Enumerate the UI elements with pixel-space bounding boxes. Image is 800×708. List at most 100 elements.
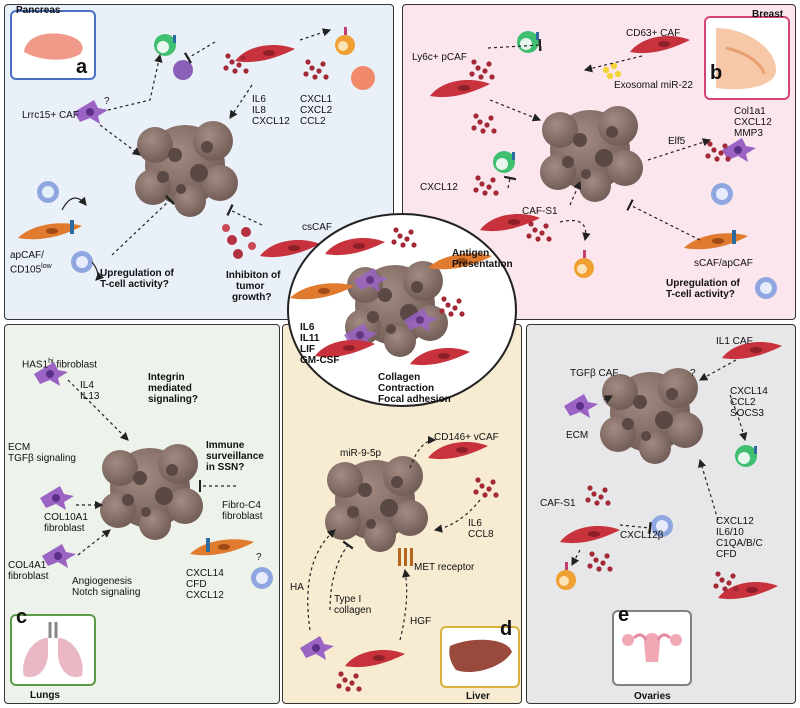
- exosomal-label: Exosomal miR-22: [614, 80, 693, 91]
- breast-icon: [704, 16, 790, 100]
- caf-icon: [345, 650, 405, 668]
- t-cell-icon: [154, 34, 176, 56]
- cd63-caf-label: CD63+ CAF: [626, 28, 681, 39]
- organ-label-pancreas: Pancreas: [16, 5, 61, 16]
- panel-letter-c: c: [16, 606, 28, 628]
- cafs1-icon: [560, 526, 620, 544]
- tgfb-caf-label: TGFβ CAF: [570, 368, 619, 379]
- cafs1-label-b: CAF-S1: [522, 206, 558, 217]
- cxcl12b-label: CXCL12β: [620, 530, 664, 541]
- cytokine-dots: [469, 59, 495, 80]
- lrrc15-caf-label: Lrrc15+ CAF: [22, 110, 79, 121]
- t-cell-icon: [755, 277, 777, 299]
- scaf-icon: [684, 233, 748, 250]
- ovaries-icon: [612, 610, 692, 686]
- question-mark: ?: [104, 96, 110, 107]
- organ-label-ovaries: Ovaries: [634, 691, 671, 702]
- has1-fibroblast-label: HAS1hi fibroblast: [22, 358, 97, 371]
- panel-letter-d: d: [500, 618, 513, 640]
- panel-letter-e: e: [618, 604, 630, 626]
- b-cell-icon: [173, 60, 193, 80]
- cytokine-dots: [587, 551, 613, 572]
- exosome-icon: [602, 62, 622, 80]
- elf5-label: Elf5: [668, 136, 686, 147]
- tumor-mass-d: [325, 456, 428, 552]
- scaf-label: sCAF/apCAF: [694, 258, 753, 269]
- fibroblast-icon: [300, 636, 334, 660]
- panel-b-graphics: [430, 31, 777, 299]
- question-mark: ?: [256, 552, 262, 563]
- mhc-receptor-icon: [206, 538, 210, 552]
- ha-label: HA: [290, 582, 304, 593]
- tumor-mass-e: [600, 368, 703, 464]
- col10a1-fibroblast-icon: [40, 486, 74, 510]
- cytokine-dots: [585, 485, 611, 506]
- cd146-vcaf-label: CD146+ vCAF: [434, 432, 499, 443]
- question-mark: ?: [690, 368, 696, 379]
- panel-e-graphics: [556, 342, 782, 600]
- ly6c-caf-icon: [430, 80, 490, 98]
- t-cell-icon: [71, 251, 93, 273]
- panel-letter-b: b: [710, 62, 723, 84]
- panel-d-graphics: [300, 435, 499, 692]
- fibro-c4-icon: [190, 539, 254, 556]
- cytokine-dots: [336, 671, 362, 692]
- cxcl12-label-b: CXCL12: [420, 182, 458, 193]
- tumor-mass-a: [135, 121, 238, 217]
- center-graphics: [287, 213, 517, 407]
- t-cell-icon: [251, 567, 273, 589]
- cytokine-dots: [713, 571, 739, 592]
- immune-cell-icon: [335, 27, 355, 55]
- pancreas-icon: [10, 10, 96, 80]
- cytokine-dots: [223, 53, 249, 74]
- t-cell-icon: [37, 181, 59, 203]
- panel-letter-a: a: [76, 56, 88, 78]
- organ-label-breast: Breast: [752, 9, 784, 20]
- mhc-receptor-icon: [732, 230, 736, 244]
- t-cell-icon: [493, 151, 515, 173]
- cytokine-dots: [471, 113, 497, 134]
- organ-label-liver: Liver: [466, 691, 490, 702]
- t-cell-icon: [711, 183, 733, 205]
- ly6c-caf-label: Ly6c+ pCAF: [412, 52, 467, 63]
- t-cell-icon: [735, 445, 757, 467]
- vesicles-icon: [222, 224, 256, 259]
- met-receptor-label: MET receptor: [414, 562, 475, 573]
- liver-icon: [440, 626, 520, 688]
- apcaf-label: apCAF/ CD105low: [10, 250, 52, 276]
- mir-label: miR-9-5p: [340, 448, 382, 459]
- cytokine-dots: [473, 477, 499, 498]
- lungs-icon: [10, 614, 96, 686]
- vcaf-icon: [428, 442, 488, 460]
- ecm-label-e: ECM: [566, 430, 589, 441]
- organ-label-lungs: Lungs: [30, 690, 60, 701]
- cscaf-label: csCAF: [302, 222, 332, 233]
- macrophage-icon: [351, 66, 375, 90]
- met-receptor-icon: [398, 548, 413, 566]
- tumor-mass-c: [100, 444, 203, 540]
- t-cell-icon: [517, 31, 539, 53]
- il1-caf-label: IL1 CAF: [716, 336, 753, 347]
- cytokine-dots: [473, 175, 499, 196]
